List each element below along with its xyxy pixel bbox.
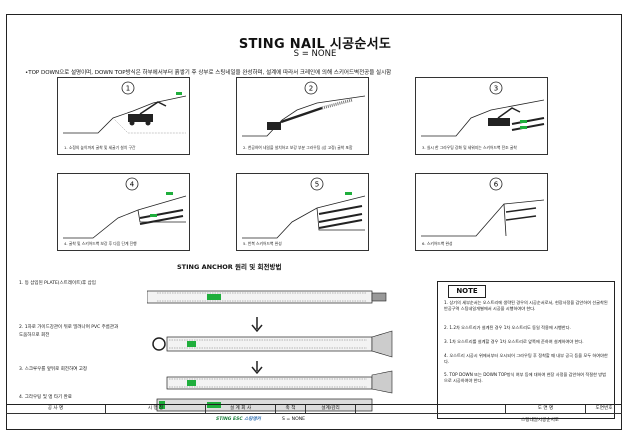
title-block: 공 사 명 시 행 청 설 계 회 사 축 척 설계/감리 도 면 명 도면번호… [6,404,622,430]
panel-number: 5 [315,181,319,189]
tb-header-number: 도면번호 [595,406,613,411]
sequence-panel-2: 2 2. 천공하여 네일을 설치하고 보강 부분 그라우팅 (상 고정) 굴착 … [236,77,369,155]
company-logo: STING ESC 스팅앵커 [216,415,262,425]
note-item: 2. 1.2차 오스트리가 설계된 경우 1차 오스트리도 동일 적용에 시행한… [444,325,571,330]
tb-header-project: 공 사 명 [6,405,106,413]
anchor-step-1: 1. 등 삽입된 PLATE(스트레이트)후 삽입 [19,281,96,286]
note-box: NOTE 1. 상기의 세부순서는 오스트리에 생략된 경우의 시공순서로서, … [437,281,615,419]
sequence-panel-6: 6 6. 스키어드벽 완성 [415,173,548,251]
anchor-step-3: 3. 스크루우를 앞뒤로 회전하여 고정 [19,367,87,372]
panel-caption: 3. 실시 한 그라우팅 강화 및 세워지는 스키어드벽 전조 굴착 [422,145,517,150]
anchor-diagram [147,290,393,412]
tb-drawing-name: 스팅네일시공순서도 [521,418,560,423]
tb-header-scale: 축 척 [276,405,306,413]
logo-main-text: STING ESC [216,417,243,422]
drawing-scale: S = NONE [293,49,337,59]
intro-note: •TOP DOWN으로 설명이며, DOWN TOP방식은 하부에서부터 흙쌓기… [25,70,392,76]
panel-number: 3 [494,85,498,93]
anchor-step-4: 4. 그라우팅 및 앵 타기 완료 [19,395,72,400]
panel-number: 2 [309,85,313,93]
panel-caption: 5. 반복 스키어드벽 완성 [243,241,282,246]
note-heading: NOTE [448,285,486,298]
note-item: 1. 상기의 세부순서는 오스트리에 생략된 경우의 시공순서로서, 현장사정을… [444,300,608,312]
drawing-sheet: STING NAIL 시공순서도 S = NONE •TOP DOWN으로 설명… [6,14,622,430]
panel-caption: 6. 스키어드벽 완성 [422,241,453,246]
note-item: 4. 오스트리 시공시 위에서부터 오시되어 그라우팅 후 정착할 때 내부 공… [444,353,608,365]
tb-divider [6,413,622,414]
sequence-panel-5: 5 5. 반복 스키어드벽 완성 [236,173,369,251]
tb-header-review: 설계/감리 [306,405,356,413]
panel-caption: 4. 굴착 및 스키어드벽 보강 후 다음 단계 진행 [64,241,137,246]
panel-caption: 1. 소정의 높이까지 굴착 및 세굴기 설치 구간 [64,145,136,150]
note-item: 5. TOP DOWN 또는 DOWN TOP방식 여부 등에 대하여 현장 사… [444,372,606,384]
tb-scale-value: S = NONE [282,417,306,422]
anchor-step-2: 2. 1차로 가이드강관이 뒤로 밀려나며 PVC 주름관과 [19,325,119,330]
panel-number: 6 [494,181,499,189]
panel-caption: 2. 천공하여 네일을 설치하고 보강 부분 그라우팅 (상 고정) 굴착 포함 [243,145,353,150]
anchor-section-title: STING ANCHOR 원리 및 회전방법 [177,263,282,271]
tb-blank [356,405,506,413]
tb-header-client: 시 행 청 [106,405,206,413]
note-item: 3. 1차 오스트리를 설계할 경우 1차 오스트리로 앞쪽에 준하여 설계하여… [444,339,584,344]
sequence-panel-1: 1 1. 소정의 높이까지 굴착 및 세굴기 설치 구간 [57,77,190,155]
tb-header-drawing: 도 면 명 [506,405,586,413]
sequence-panel-3: 3 3. 실시 한 그라우팅 강화 및 세워지는 스키어드벽 전조 굴착 [415,77,548,155]
anchor-step-2b: 도움하므로 회전 [19,333,50,338]
drawing-title: STING NAIL 시공순서도 [238,37,392,52]
tb-header-designer: 설 계 회 사 [206,405,276,413]
sequence-panel-4: 4 4. 굴착 및 스키어드벽 보강 후 다음 단계 진행 [57,173,190,251]
panel-number: 1 [126,85,130,93]
panel-number: 4 [130,181,135,189]
logo-sub-text: 스팅앵커 [242,417,261,422]
